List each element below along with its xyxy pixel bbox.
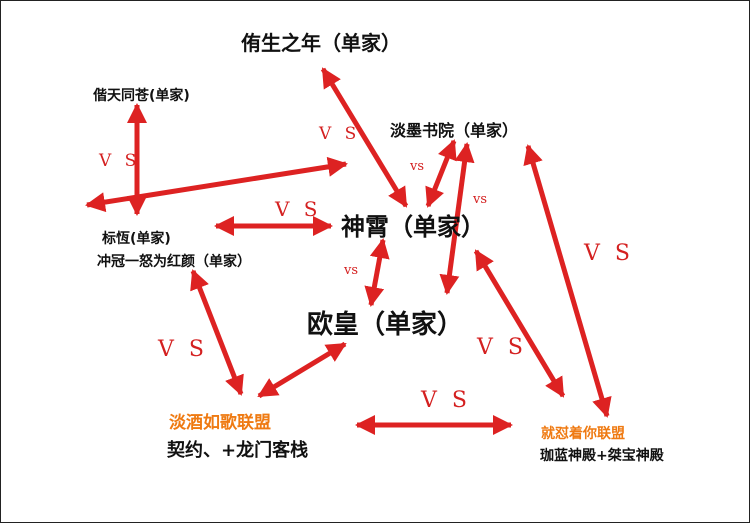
node-shenxiao: 神霄（单家） [341,213,485,241]
arrow-danmo-shenxiao [425,139,457,208]
node-danjiu-title: 淡酒如歌联盟 [169,413,271,433]
node-biaoheng-line1: 标恆(单家) [102,231,171,247]
node-jiuduo-members: 珈蓝神殿+桀宝神殿 [540,448,664,464]
arrow-yousheng-shenxiao [320,67,409,208]
node-jiuduo-title: 就怼着你联盟 [541,426,625,442]
arrow-shenxiao-ouhuang [364,238,390,307]
node-biaoheng-line2: 冲冠一怒为红颜（单家） [97,254,251,270]
arrow-danmo-jiuduo [523,144,612,418]
vs-label: vs [473,192,488,207]
node-danjiu-members: 契约、+龙门客栈 [167,440,309,461]
arrow-biaoheng-long [85,156,348,213]
vs-label: V S [158,337,208,362]
arrow-biaoheng-danjiu [190,269,244,396]
vs-label: V S [584,241,634,266]
arrow-shenxiao-jiuduo [473,249,566,398]
vs-label: vs [344,263,359,278]
arrow-danmo-ouhuang [439,142,475,295]
vs-label: V S [275,197,322,221]
node-jietian: 偕天同苍(单家) [93,88,190,104]
vs-label: V S [99,151,141,171]
vs-label: V S [319,124,361,144]
node-yousheng: 侑生之年（单家） [241,31,401,55]
arrow-ouhuang-danjiu [257,341,347,399]
node-ouhuang: 欧皇（单家） [307,310,464,340]
node-danmo: 淡墨书院（单家） [390,121,519,140]
vs-label: V S [421,388,471,413]
vs-label: vs [410,159,425,174]
vs-label: V S [477,335,527,360]
